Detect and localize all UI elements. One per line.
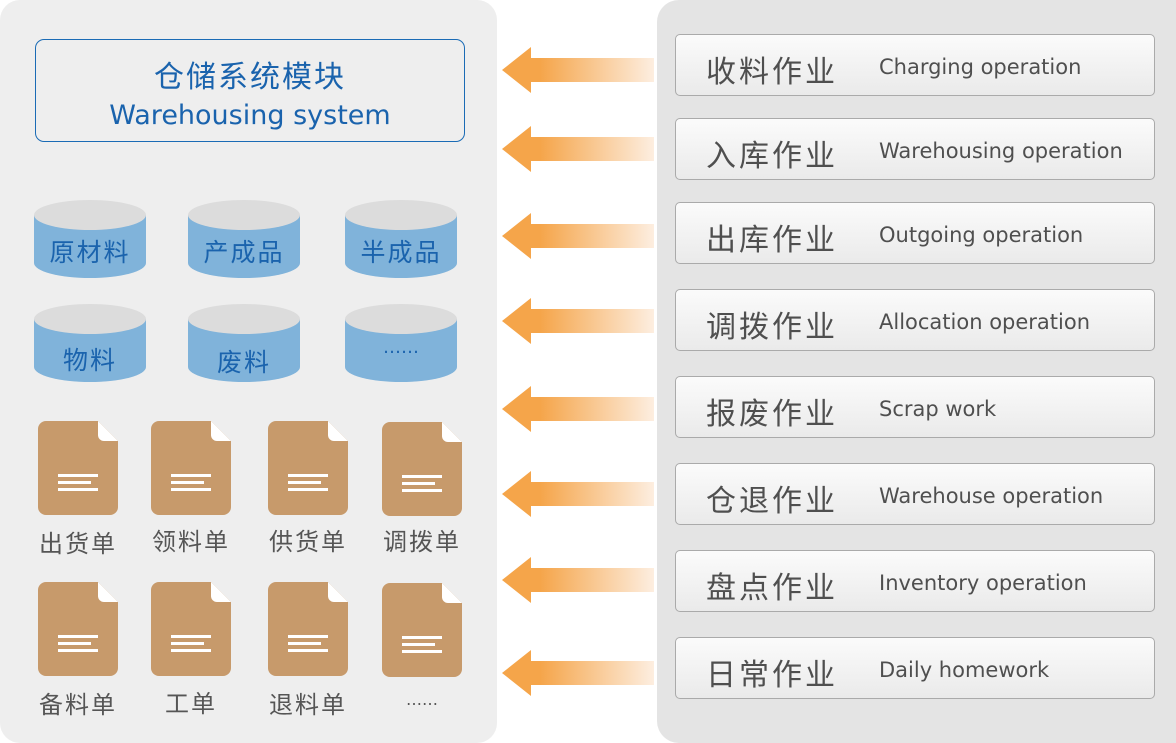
operation-label-en: Charging operation: [879, 55, 1082, 79]
inventory-cylinder: 物料: [34, 303, 146, 383]
left-arrow-icon: [502, 47, 654, 93]
database-cylinder-icon: [188, 304, 300, 382]
operation-label-cn: 调拨作业: [706, 310, 838, 345]
inventory-label: 原材料: [49, 238, 131, 267]
left-arrow-icon: [502, 557, 654, 603]
database-cylinder-icon: [34, 200, 146, 278]
document-label: 退料单: [269, 691, 347, 719]
document-item: [382, 422, 462, 516]
operation-label-cn: 收料作业: [706, 55, 838, 90]
inventory-cylinder: 原材料: [34, 199, 146, 279]
left-arrow-icon: [502, 650, 654, 696]
database-cylinder-icon: [345, 304, 457, 382]
document-label: 出货单: [39, 530, 117, 558]
document-item: [382, 583, 462, 677]
module-title-cn: 仓储系统模块: [154, 60, 346, 95]
document-icon: [38, 421, 118, 515]
operation-label-cn: 入库作业: [706, 139, 838, 174]
left-arrow-icon: [502, 126, 654, 172]
operation-label-en: Scrap work: [879, 397, 997, 421]
inventory-label: 物料: [62, 346, 117, 375]
inventory-label: 半成品: [360, 238, 442, 267]
inventory-label: ……: [383, 337, 419, 358]
document-icon: [268, 421, 348, 515]
operation-label-en: Allocation operation: [879, 310, 1091, 334]
left-arrow-icon: [502, 298, 654, 344]
operation-label-cn: 仓退作业: [706, 484, 838, 519]
document-item: [38, 421, 118, 515]
operation-charging[interactable]: 收料作业 Charging operation: [675, 34, 1155, 96]
operation-allocation[interactable]: 调拨作业 Allocation operation: [675, 289, 1155, 351]
document-icon: [382, 583, 462, 677]
inventory-cylinder: 产成品: [188, 199, 300, 279]
left-arrow-icon: [502, 213, 654, 259]
document-item: [268, 421, 348, 515]
operation-label-cn: 盘点作业: [706, 571, 838, 606]
document-label: 工单: [165, 690, 217, 718]
document-item: [38, 582, 118, 676]
operation-warehouse-return[interactable]: 仓退作业 Warehouse operation: [675, 463, 1155, 525]
operation-label-en: Inventory operation: [879, 571, 1087, 595]
operation-label-en: Warehousing operation: [879, 139, 1123, 163]
left-arrow-icon: [502, 386, 654, 432]
document-icon: [382, 422, 462, 516]
document-label: 调拨单: [383, 528, 461, 556]
document-icon: [38, 582, 118, 676]
operation-outgoing[interactable]: 出库作业 Outgoing operation: [675, 202, 1155, 264]
database-cylinder-icon: [188, 200, 300, 278]
inventory-cylinder: ……: [345, 303, 457, 383]
operation-label-en: Daily homework: [879, 658, 1050, 682]
operation-inventory[interactable]: 盘点作业 Inventory operation: [675, 550, 1155, 612]
inventory-cylinder: 废料: [188, 303, 300, 383]
operation-label-en: Warehouse operation: [879, 484, 1104, 508]
document-label: 供货单: [269, 528, 347, 556]
document-item: [151, 421, 231, 515]
document-label: 领料单: [152, 528, 230, 556]
inventory-label: 废料: [216, 348, 271, 377]
database-cylinder-icon: [345, 200, 457, 278]
document-icon: [151, 421, 231, 515]
operation-label-cn: 出库作业: [706, 223, 838, 258]
operation-warehousing[interactable]: 入库作业 Warehousing operation: [675, 118, 1155, 180]
document-label: 备料单: [39, 691, 117, 719]
document-item: [151, 582, 231, 676]
operation-label-cn: 报废作业: [706, 397, 838, 432]
module-title-box: 仓储系统模块 Warehousing system: [35, 39, 465, 142]
operation-label-en: Outgoing operation: [879, 223, 1084, 247]
module-title-en: Warehousing system: [109, 100, 391, 131]
document-icon: [268, 582, 348, 676]
document-label: ……: [406, 690, 438, 709]
inventory-cylinder: 半成品: [345, 199, 457, 279]
operation-label-cn: 日常作业: [706, 658, 838, 693]
operations-panel: [657, 0, 1176, 743]
inventory-label: 产成品: [203, 238, 285, 267]
database-cylinder-icon: [34, 304, 146, 382]
document-item: [268, 582, 348, 676]
operation-daily[interactable]: 日常作业 Daily homework: [675, 637, 1155, 699]
operation-scrap[interactable]: 报废作业 Scrap work: [675, 376, 1155, 438]
left-arrow-icon: [502, 471, 654, 517]
document-icon: [151, 582, 231, 676]
